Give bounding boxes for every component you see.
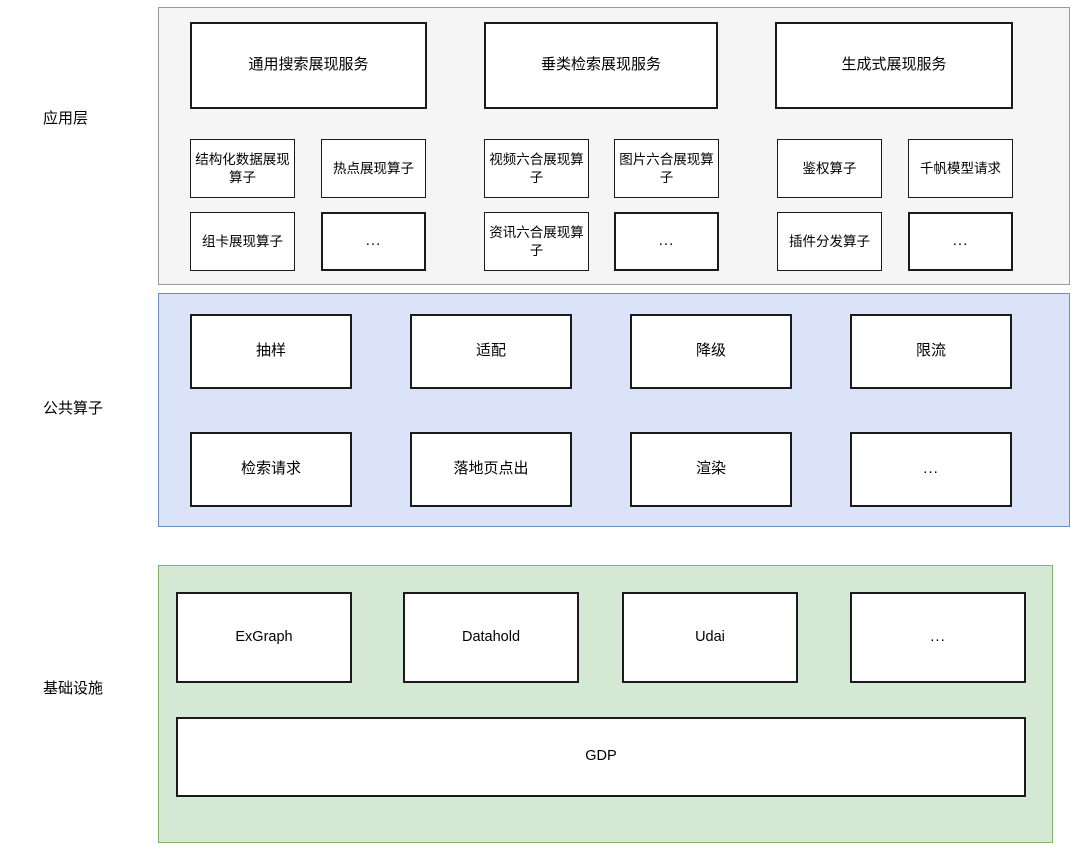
- operator-box-qianfan-model-request[interactable]: 千帆模型请求: [908, 139, 1013, 198]
- layer-label-common-operators: 公共算子: [43, 400, 104, 417]
- common-box-sampling[interactable]: 抽样: [190, 314, 352, 389]
- common-box-landing-page-click[interactable]: 落地页点出: [410, 432, 572, 507]
- infra-box-more[interactable]: ...: [850, 592, 1026, 683]
- operator-box-image-liuhe[interactable]: 图片六合展现算子: [614, 139, 719, 198]
- common-box-degradation[interactable]: 降级: [630, 314, 792, 389]
- layer-label-application: 应用层: [43, 110, 89, 127]
- operator-box-plugin-dispatch[interactable]: 插件分发算子: [777, 212, 882, 271]
- operator-box-more-1[interactable]: ...: [321, 212, 426, 271]
- service-box-general-search[interactable]: 通用搜索展现服务: [190, 22, 427, 109]
- infra-box-gdp[interactable]: GDP: [176, 717, 1026, 797]
- service-box-generative[interactable]: 生成式展现服务: [775, 22, 1013, 109]
- infra-box-exgraph[interactable]: ExGraph: [176, 592, 352, 683]
- common-box-more[interactable]: ...: [850, 432, 1012, 507]
- infra-box-udai[interactable]: Udai: [622, 592, 798, 683]
- operator-box-card-group[interactable]: 组卡展现算子: [190, 212, 295, 271]
- operator-box-structured-data[interactable]: 结构化数据展现算子: [190, 139, 295, 198]
- operator-box-more-3[interactable]: ...: [908, 212, 1013, 271]
- operator-box-hotspot[interactable]: 热点展现算子: [321, 139, 426, 198]
- operator-box-more-2[interactable]: ...: [614, 212, 719, 271]
- common-box-search-request[interactable]: 检索请求: [190, 432, 352, 507]
- service-box-vertical-search[interactable]: 垂类检索展现服务: [484, 22, 718, 109]
- operator-box-auth[interactable]: 鉴权算子: [777, 139, 882, 198]
- layer-label-infrastructure: 基础设施: [43, 680, 104, 697]
- common-box-rate-limit[interactable]: 限流: [850, 314, 1012, 389]
- infra-box-datahold[interactable]: Datahold: [403, 592, 579, 683]
- operator-box-video-liuhe[interactable]: 视频六合展现算子: [484, 139, 589, 198]
- common-box-render[interactable]: 渲染: [630, 432, 792, 507]
- operator-box-news-liuhe[interactable]: 资讯六合展现算子: [484, 212, 589, 271]
- common-box-adaptation[interactable]: 适配: [410, 314, 572, 389]
